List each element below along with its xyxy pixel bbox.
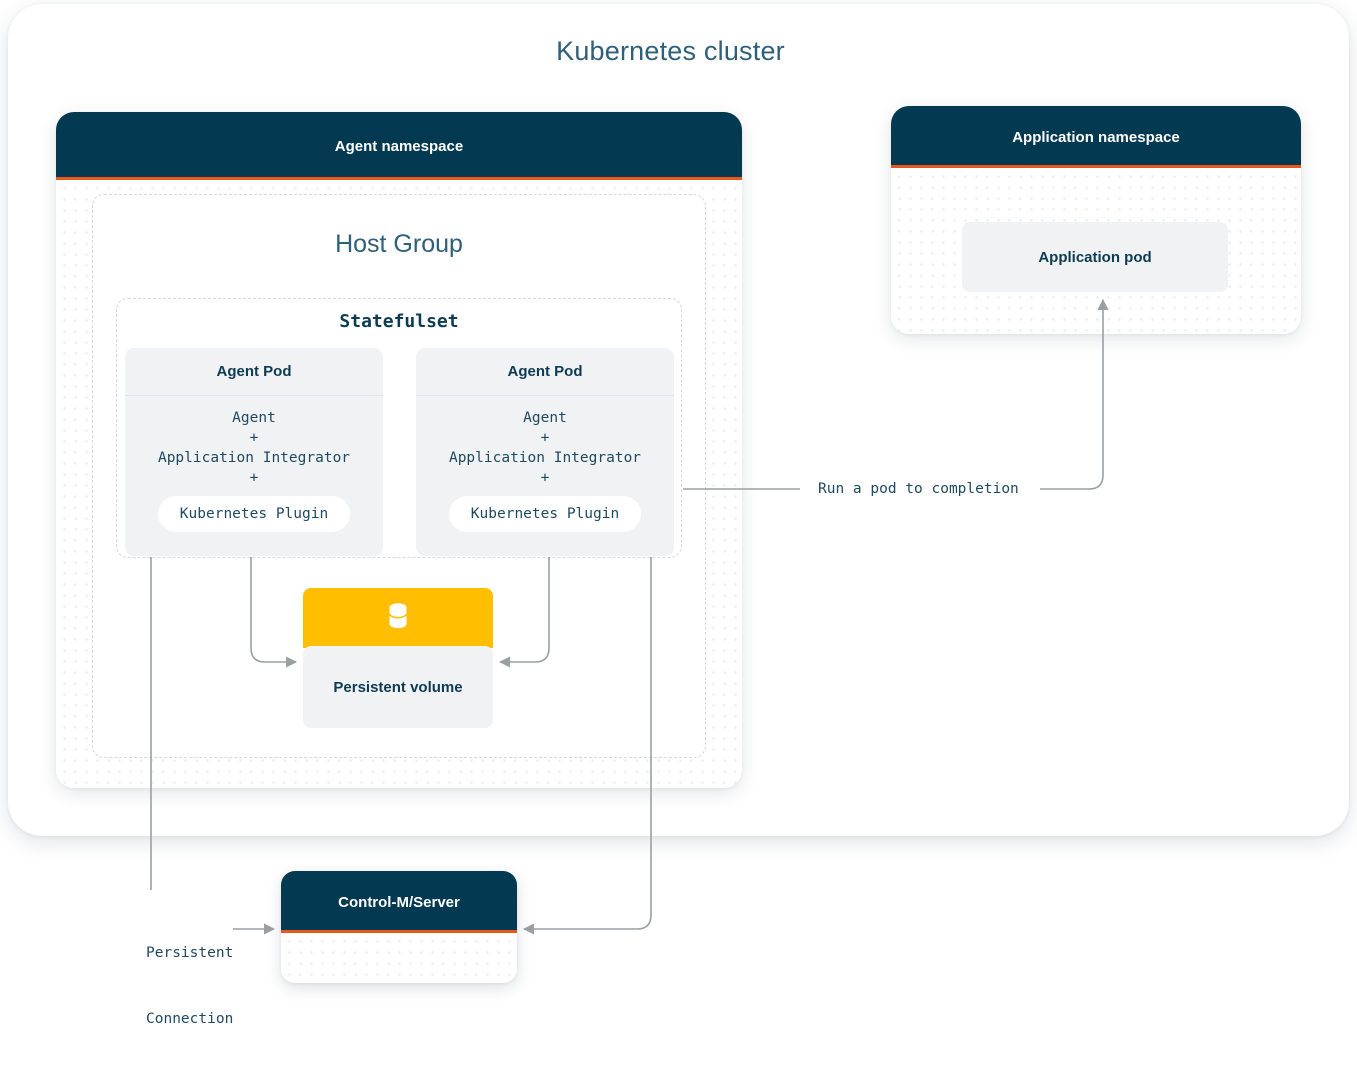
kubernetes-plugin-pill[interactable]: Kubernetes Plugin <box>158 496 350 532</box>
diagram-canvas: Kubernetes cluster Agent namespace Host … <box>56 36 1301 1027</box>
agent-pod-line: Application Integrator <box>157 450 351 466</box>
statefulset-container <box>116 298 682 558</box>
control-m-server-body <box>281 933 517 983</box>
persistent-volume-header <box>303 588 493 648</box>
persistent-connection-label: Persistent Connection <box>146 898 233 1074</box>
application-namespace-card: Application namespace <box>891 106 1301 334</box>
agent-pod-line: + <box>540 470 550 486</box>
persistent-volume-label: Persistent volume <box>303 646 493 728</box>
kubernetes-cluster-title: Kubernetes cluster <box>556 36 785 66</box>
agent-pod[interactable]: Agent Pod Agent + Application Integrator… <box>125 348 383 556</box>
agent-pod-body: Agent + Application Integrator + Kuberne… <box>416 396 674 532</box>
kubernetes-plugin-pill[interactable]: Kubernetes Plugin <box>449 496 641 532</box>
agent-pod-line: Agent <box>523 410 567 426</box>
run-a-pod-to-completion-label: Run a pod to completion <box>818 481 1019 497</box>
application-pod[interactable]: Application pod <box>962 222 1228 292</box>
agent-pod-line: + <box>249 430 259 446</box>
agent-pod-body: Agent + Application Integrator + Kuberne… <box>125 396 383 532</box>
agent-pod-header: Agent Pod <box>416 348 674 396</box>
agent-pod-line: Application Integrator <box>448 450 642 466</box>
application-namespace-header: Application namespace <box>891 106 1301 168</box>
statefulset-title: Statefulset <box>339 311 459 332</box>
agent-namespace-header: Agent namespace <box>56 112 742 180</box>
persistent-connection-line-1: Persistent <box>146 945 234 961</box>
agent-pod-line: Agent <box>232 410 276 426</box>
agent-pod-line: + <box>540 430 550 446</box>
agent-pod-header: Agent Pod <box>125 348 383 396</box>
control-m-server-header: Control-M/Server <box>281 871 517 933</box>
persistent-connection-line-2: Connection <box>146 1011 234 1027</box>
agent-pod[interactable]: Agent Pod Agent + Application Integrator… <box>416 348 674 556</box>
control-m-server-card[interactable]: Control-M/Server <box>281 871 517 983</box>
host-group-title: Host Group <box>335 230 463 258</box>
database-icon <box>385 601 411 636</box>
agent-pod-line: + <box>249 470 259 486</box>
